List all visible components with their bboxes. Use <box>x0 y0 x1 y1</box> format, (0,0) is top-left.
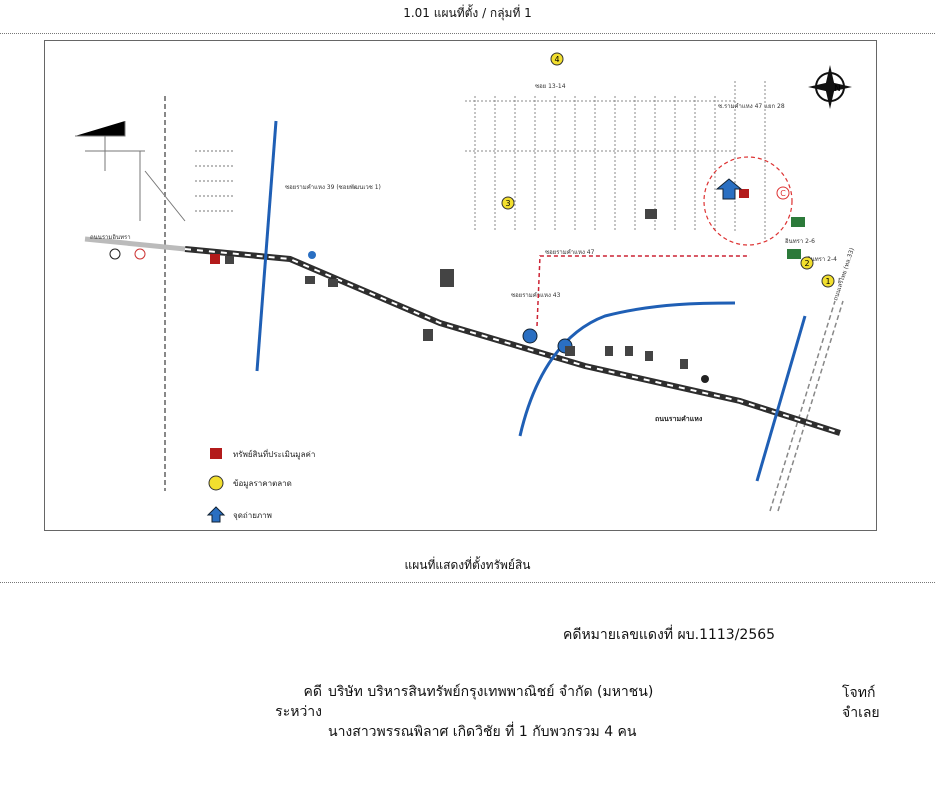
defendant-row: นางสาวพรรณพิลาศ เกิดวิชัย ที่ 1 กับพวกรว… <box>258 722 653 742</box>
photo-point-icon <box>522 178 743 354</box>
svg-text:N: N <box>834 84 841 94</box>
property-marker <box>739 189 749 198</box>
svg-text:1: 1 <box>825 277 830 286</box>
left-street-grid <box>75 121 235 222</box>
plaintiff-row: คดีระหว่าง บริษัท บริหารสินทรัพย์กรุงเทพ… <box>258 682 653 722</box>
map-caption: แผนที่แสดงที่ตั้งทรัพย์สิน <box>404 558 531 572</box>
between-label: คดีระหว่าง <box>275 684 322 720</box>
market-marker-1: 1 <box>821 274 835 288</box>
market-marker-4: 4 <box>550 52 564 66</box>
svg-text:2: 2 <box>804 259 809 268</box>
label-soi-47-28: ซ.รามคำแหง 47 แยก 28 <box>718 103 785 110</box>
svg-text:3: 3 <box>505 199 510 208</box>
legend-property-swatch <box>210 448 222 459</box>
right-highway <box>769 300 844 512</box>
label-group-2-4: อินทรา 2-4 <box>807 256 838 263</box>
page-title: 1.01 แผนที่ตั้ง / กลุ่มที่ 1 <box>403 6 532 20</box>
top-divider <box>0 33 935 34</box>
plaintiff-role: โจทก์ <box>842 685 876 701</box>
label-group-2-6: อินทรา 2-6 <box>785 238 816 245</box>
legend-property-label: ทรัพย์สินที่ประเมินมูลค่า <box>233 448 315 460</box>
legend-photo-swatch <box>206 506 226 523</box>
label-main-road: ถนนรามคำแหง <box>655 415 703 423</box>
location-map: ซอย 13-14 ซ.รามคำแหง 47 แยก 28 ซอยรามคำแ… <box>44 40 877 531</box>
svg-text:C: C <box>780 189 786 198</box>
legend: ทรัพย์สินที่ประเมินมูลค่า ข้อมูลราคาตลาด… <box>206 448 315 523</box>
case-parties: คดีระหว่าง บริษัท บริหารสินทรัพย์กรุงเทพ… <box>258 682 653 742</box>
main-road <box>84 236 841 436</box>
label-soi-39: ซอยรามคำแหง 39 (ซอยพัฒนเวช 1) <box>285 184 381 191</box>
map-canvas: ซอย 13-14 ซ.รามคำแหง 47 แยก 28 ซอยรามคำแ… <box>75 52 856 523</box>
legend-market-swatch <box>208 475 224 491</box>
plaintiff-name: บริษัท บริหารสินทรัพย์กรุงเทพพาณิชย์ จำก… <box>328 684 654 700</box>
market-marker-3: 3 <box>501 196 515 210</box>
soi-route <box>536 255 750 327</box>
label-soi-13-14: ซอย 13-14 <box>535 83 566 90</box>
label-soi-43: ซอยรามคำแหง 43 <box>511 292 561 299</box>
market-marker-2: 2 <box>800 256 814 270</box>
defendant-role: จำเลย <box>842 705 880 721</box>
svg-text:4: 4 <box>554 55 559 64</box>
defendant-name: นางสาวพรรณพิลาศ เกิดวิชัย ที่ 1 กับพวกรว… <box>328 724 637 740</box>
label-soi-47: ซอยรามคำแหง 47 <box>545 249 595 256</box>
north-arrow-icon: N <box>808 65 852 109</box>
canals <box>255 120 807 482</box>
legend-photo-label: จุดถ่ายภาพ <box>233 511 272 520</box>
label-ramintra: ถนนรามอินทรา <box>90 234 131 241</box>
case-number: คดีหมายเลขแดงที่ ผบ.1113/2565 <box>563 627 776 643</box>
property-area-circle <box>703 156 793 246</box>
bottom-divider <box>0 582 935 583</box>
legend-market-label: ข้อมูลราคาตลาด <box>233 479 292 489</box>
marker-c: C <box>776 186 790 200</box>
landmark-icons <box>109 209 805 383</box>
